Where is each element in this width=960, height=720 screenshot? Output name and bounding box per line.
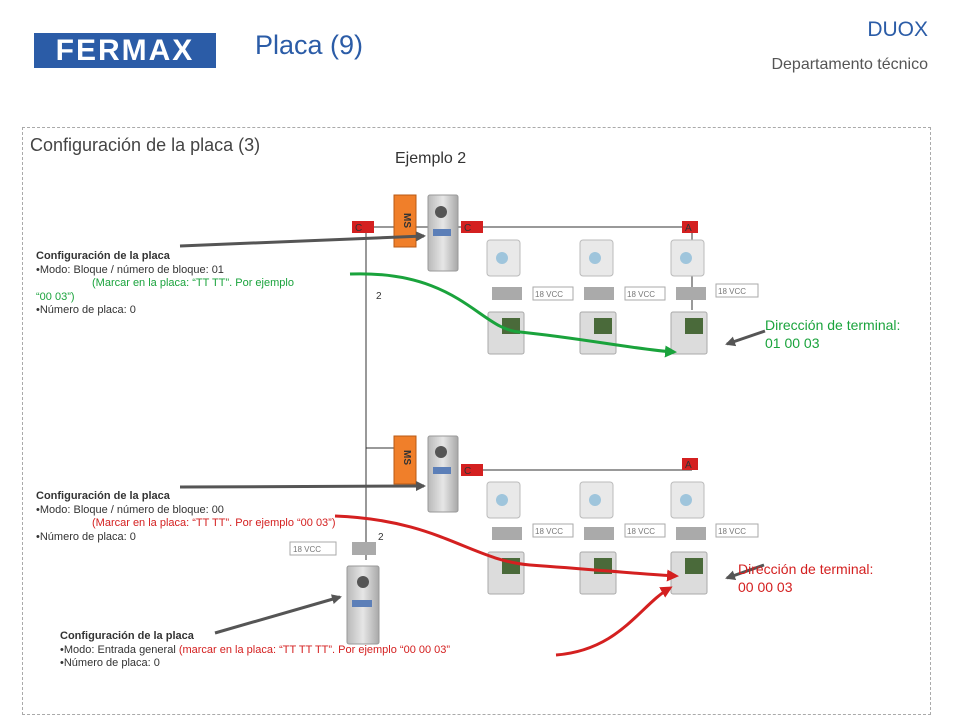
wire-count-label: 2 bbox=[376, 291, 382, 302]
connector-c-tag: C bbox=[464, 466, 471, 477]
top-config-note: Configuración de la placa •Modo: Bloque … bbox=[36, 250, 366, 318]
note-line: (Marcar en la placa: “TT TT”. Por ejempl… bbox=[92, 277, 294, 289]
page-title: Placa (9) bbox=[255, 30, 364, 60]
pointer-arrow bbox=[725, 563, 765, 581]
vcc-label: 18 VCC bbox=[535, 527, 563, 536]
logo-text: FERMAX bbox=[55, 34, 195, 67]
department-label: Departamento técnico bbox=[771, 56, 928, 73]
note-heading: Configuración de la placa bbox=[36, 490, 170, 502]
vcc-label: 18 VCC bbox=[535, 290, 563, 299]
note-line: •Modo: Bloque / número de bloque: 00 bbox=[36, 503, 224, 516]
note-line: (Marcar en la placa: “TT TT”. Por ejempl… bbox=[92, 517, 336, 529]
connector-a-tag: A bbox=[685, 460, 692, 471]
middle-ms-module: MS bbox=[393, 435, 417, 485]
note-line: •Modo: Bloque / número de bloque: 01 bbox=[36, 263, 224, 276]
vcc-label: 18 VCC bbox=[718, 527, 746, 536]
pointer-arrow bbox=[179, 231, 426, 248]
content-frame bbox=[22, 127, 931, 715]
wire-count-label: 2 bbox=[378, 532, 384, 543]
vcc-label: 18 VCC bbox=[627, 527, 655, 536]
note-line: •Modo: Entrada general bbox=[60, 643, 176, 656]
top-ms-module: MS bbox=[393, 194, 417, 248]
red-general-arrow bbox=[555, 586, 673, 657]
middle-config-note: Configuración de la placa •Modo: Bloque … bbox=[36, 490, 376, 544]
address-value: 01 00 03 bbox=[765, 335, 820, 351]
top-monitor-row: 18 VCC 18 VCC 18 VCC bbox=[486, 239, 759, 355]
example-title: Ejemplo 2 bbox=[395, 150, 467, 167]
note-line: “00 03”) bbox=[36, 290, 75, 303]
connector-c-tag: C bbox=[355, 223, 362, 234]
address-label: Dirección de terminal: bbox=[738, 561, 874, 577]
terminal-address-top: Dirección de terminal: 01 00 03 bbox=[765, 316, 900, 352]
note-heading: Configuración de la placa bbox=[60, 630, 194, 642]
ms-label: MS bbox=[401, 450, 412, 465]
pointer-arrow bbox=[725, 329, 766, 347]
fermax-logo: FERMAX bbox=[34, 33, 216, 68]
top-door-panel bbox=[427, 194, 459, 272]
address-value: 00 00 03 bbox=[738, 579, 793, 595]
middle-door-panel bbox=[427, 435, 459, 513]
note-line: •Número de placa: 0 bbox=[36, 304, 136, 316]
bottom-config-note: Configuración de la placa •Modo: Entrada… bbox=[60, 630, 580, 671]
vcc-label: 18 VCC bbox=[718, 287, 746, 296]
note-heading: Configuración de la placa bbox=[36, 250, 170, 262]
brand-name: DUOX bbox=[867, 18, 928, 41]
note-line: •Número de placa: 0 bbox=[36, 530, 136, 543]
vcc-label: 18 VCC bbox=[627, 290, 655, 299]
connector-c-tag: C bbox=[464, 223, 471, 234]
section-title: Configuración de la placa (3) bbox=[30, 135, 261, 155]
vcc-label: 18 VCC bbox=[293, 545, 321, 554]
ms-label: MS bbox=[401, 213, 412, 228]
pointer-arrow bbox=[179, 481, 426, 492]
address-label: Dirección de terminal: bbox=[765, 317, 901, 333]
connector-a-tag: A bbox=[685, 223, 692, 234]
bottom-monitor-row: 18 VCC 18 VCC 18 VCC bbox=[486, 481, 759, 595]
note-line: (marcar en la placa: “TT TT TT”. Por eje… bbox=[175, 643, 451, 656]
general-entrance-panel bbox=[346, 565, 380, 645]
terminal-address-bottom: Dirección de terminal: 00 00 03 bbox=[738, 560, 873, 596]
pointer-arrow bbox=[214, 594, 342, 635]
red-route-arrow bbox=[334, 514, 679, 582]
green-route-arrow bbox=[349, 272, 677, 358]
note-line: •Número de placa: 0 bbox=[60, 657, 160, 669]
